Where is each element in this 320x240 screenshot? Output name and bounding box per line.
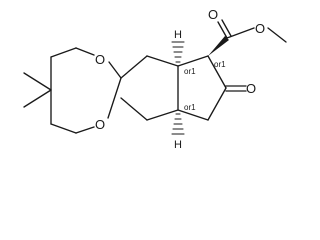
bond-o3-spiro bbox=[108, 61, 122, 79]
gem-dimethyl bbox=[23, 72, 52, 108]
bond-carbonyl-ester-o bbox=[226, 27, 255, 39]
atom-o-ring-top: O bbox=[95, 52, 105, 67]
dioxane-ring bbox=[50, 47, 122, 134]
bond-methyl-top bbox=[23, 72, 52, 91]
stereo-label-fusion-bottom: or1 bbox=[184, 103, 196, 112]
molecule-structure: O O O O O H H or1 or1 or1 bbox=[23, 7, 287, 151]
ketone-double-bond bbox=[225, 85, 247, 92]
atom-o-carbonyl: O bbox=[208, 7, 218, 22]
bond-ketone-c-ch2 bbox=[207, 87, 227, 121]
bond-fusion-bottom-c-bottom bbox=[146, 109, 179, 121]
stereo-label-ester-c: or1 bbox=[214, 60, 226, 69]
hash-top bbox=[171, 41, 185, 63]
bond-methyl-bottom bbox=[23, 89, 52, 108]
bond-spiro-c-top bbox=[120, 55, 148, 79]
bond-c5-c4 bbox=[50, 47, 77, 58]
bond-o1-c6 bbox=[75, 126, 95, 134]
bond-c6-c5 bbox=[50, 123, 77, 134]
atom-o-ester: O bbox=[255, 21, 265, 36]
bond-spiro-o1 bbox=[107, 77, 122, 119]
atom-h-bottom: H bbox=[174, 139, 182, 151]
bond-ester-c-ketone-c bbox=[207, 55, 227, 89]
bond-ester-o-methyl bbox=[267, 27, 287, 43]
bond-ch2-fusion-bottom bbox=[177, 109, 209, 121]
bond-c-bottom-spiro bbox=[120, 97, 148, 121]
bond-carbonyl-o-2 bbox=[221, 19, 232, 37]
bond-c-top-fusion-top bbox=[146, 55, 179, 67]
atom-o-ring-bottom: O bbox=[95, 117, 105, 132]
bond-carbonyl-o-1 bbox=[217, 21, 228, 39]
stereo-label-fusion-top: or1 bbox=[184, 67, 196, 76]
wedge-ester bbox=[208, 36, 229, 56]
bond-fusion-top-ester-c bbox=[177, 55, 209, 67]
atom-o-ketone: O bbox=[246, 81, 256, 96]
hash-bottom bbox=[171, 113, 185, 135]
atom-h-top: H bbox=[174, 29, 182, 41]
ester-group bbox=[208, 19, 287, 56]
cyclopentanone-right bbox=[177, 55, 227, 121]
cyclopentane-left bbox=[120, 55, 179, 121]
bond-c4-o3 bbox=[75, 47, 95, 56]
